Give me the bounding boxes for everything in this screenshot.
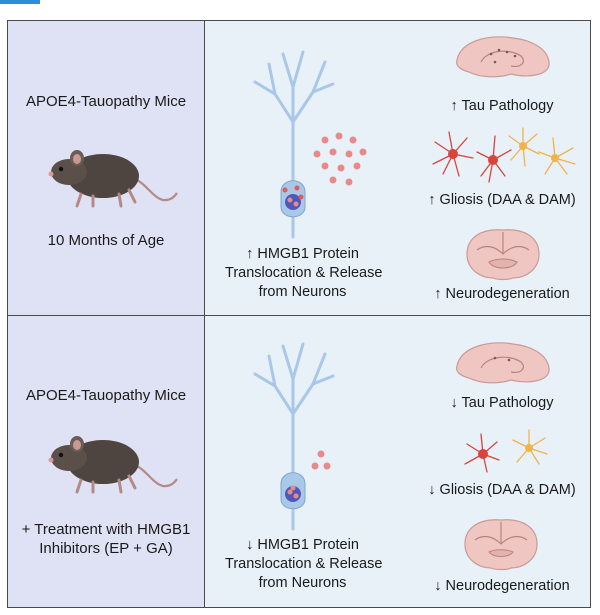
age-label: 10 Months of Age	[47, 232, 165, 249]
treatment-label-line-2: Inhibitors (EP + GA)	[39, 540, 173, 557]
outcome-gliosis: ↑ Gliosis (DAA & DAM)	[428, 192, 576, 208]
effects-column-untreated: ↑ HMGB1 Protein Translocation & Release …	[205, 20, 591, 316]
figure-border	[7, 20, 591, 608]
mouse-icon	[48, 436, 178, 494]
header-accent-bar	[0, 0, 40, 4]
hmgb1-caption-line-1: ↑ HMGB1 Protein	[246, 246, 359, 262]
mouse-column-treated: APOE4-Tauopathy Mice + Treatment with HM…	[7, 316, 205, 608]
outcome-tau-pathology: ↓ Tau Pathology	[450, 395, 554, 411]
glia-cells-icon	[432, 127, 576, 183]
coronal-brain-icon	[466, 229, 540, 281]
panel-treated: APOE4-Tauopathy Mice + Treatment with HM…	[7, 316, 591, 608]
hmgb1-caption-line-3: from Neurons	[258, 575, 347, 591]
hmgb1-caption-line-2: Translocation & Release	[225, 265, 383, 281]
hippocampus-brain-icon	[456, 36, 550, 78]
hmgb1-caption-line-3: from Neurons	[258, 284, 347, 300]
hmgb1-caption-line-2: Translocation & Release	[225, 556, 383, 572]
effects-column-treated: ↓ HMGB1 Protein Translocation & Release …	[205, 316, 591, 608]
mouse-column-untreated: APOE4-Tauopathy Mice 10 Months of Age	[7, 20, 205, 316]
coronal-brain-icon	[464, 519, 538, 571]
outcome-gliosis: ↓ Gliosis (DAA & DAM)	[428, 482, 576, 498]
released-hmgb1-dots	[313, 132, 367, 186]
outcome-tau-pathology: ↑ Tau Pathology	[450, 98, 554, 114]
mouse-icon	[48, 150, 178, 208]
hippocampus-brain-icon	[456, 342, 550, 384]
mouse-label: APOE4-Tauopathy Mice	[25, 93, 187, 110]
glia-cells-icon	[464, 429, 548, 473]
panel-untreated: APOE4-Tauopathy Mice 10 Months of Age	[7, 20, 591, 316]
neuron-icon	[253, 50, 335, 239]
neuron-icon	[253, 342, 335, 531]
hmgb1-caption-line-1: ↓ HMGB1 Protein	[246, 537, 359, 553]
mouse-label: APOE4-Tauopathy Mice	[25, 387, 187, 404]
released-hmgb1-dots	[311, 450, 331, 470]
outcome-neurodegeneration: ↑ Neurodegeneration	[434, 286, 570, 302]
outcome-neurodegeneration: ↓ Neurodegeneration	[434, 578, 570, 594]
treatment-label-line-1: + Treatment with HMGB1	[21, 521, 191, 538]
